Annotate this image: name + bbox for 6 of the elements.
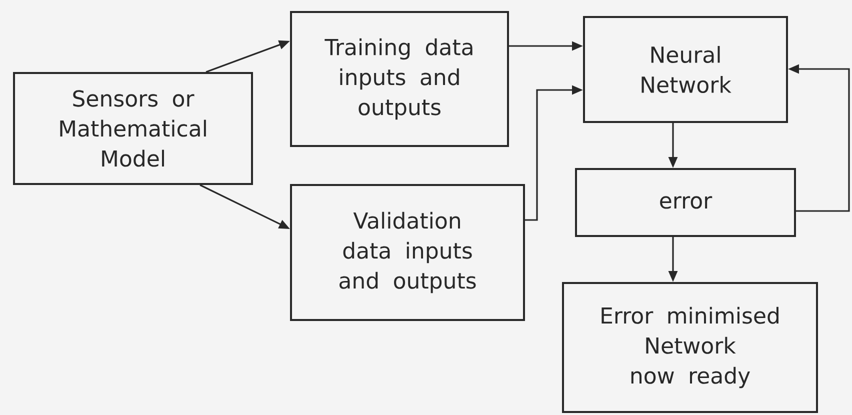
process-box: Error minimised Network now ready [562,282,818,413]
process-box: Neural Network [583,16,788,123]
process-box: Validation data inputs and outputs [290,184,525,321]
process-box: error [575,168,796,237]
process-box: Sensors or Mathematical Model [13,72,253,185]
process-box: Training data inputs and outputs [290,11,509,147]
